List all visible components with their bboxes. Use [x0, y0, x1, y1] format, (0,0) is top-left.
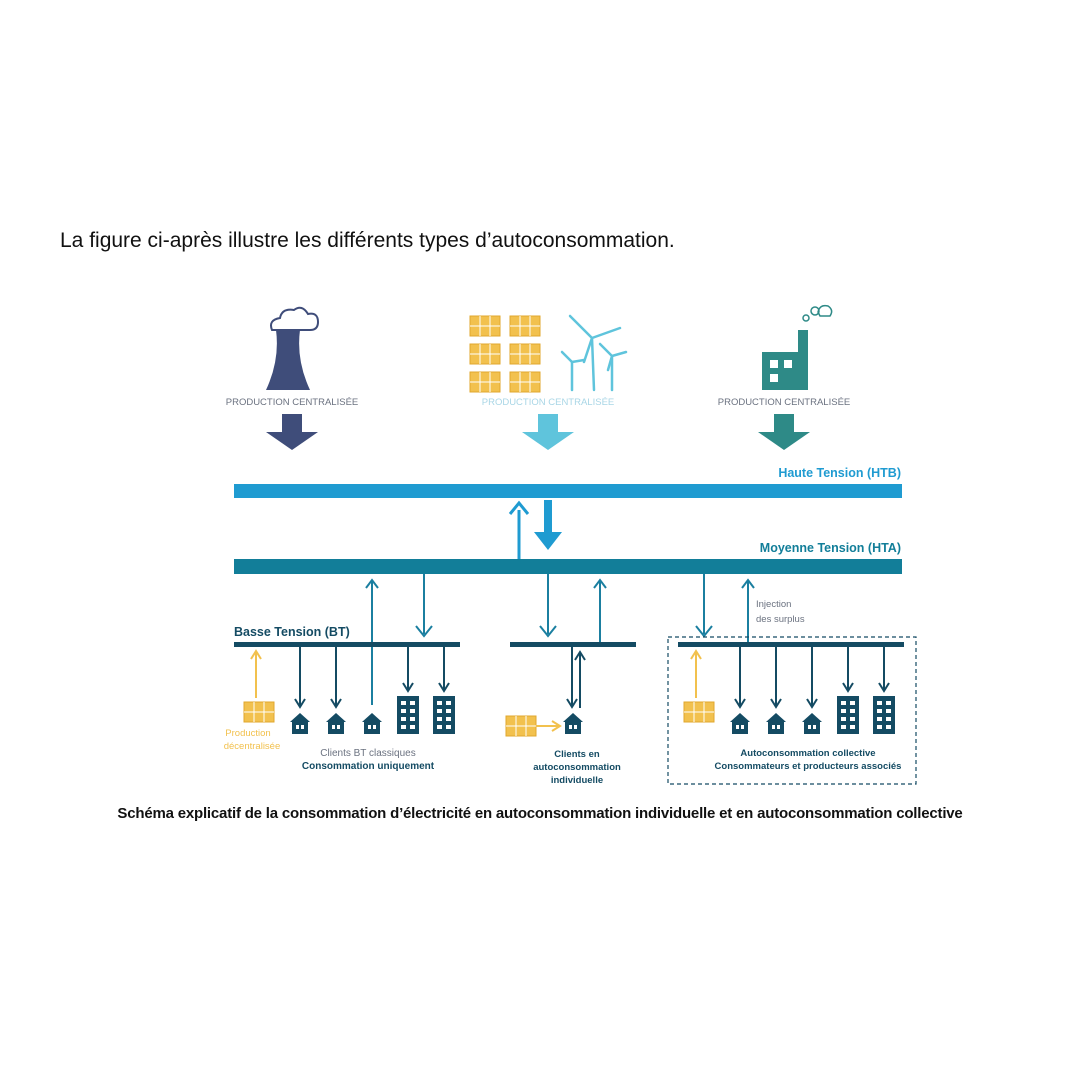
- producer-label-1: PRODUCTION CENTRALISÉE: [226, 397, 359, 408]
- bt-line-collective: [678, 642, 904, 647]
- house-icon: [802, 713, 822, 734]
- building-icon: [433, 696, 455, 734]
- solar-panel-icon-decentralized: [243, 701, 275, 723]
- classic-label-1: Clients BT classiques: [320, 748, 415, 759]
- collective-label-1: Autoconsommation collective: [740, 748, 875, 759]
- hta-bt-arrows: [365, 574, 755, 705]
- collective-label-2: Consommateurs et producteurs associés: [715, 761, 902, 772]
- solar-panel-icon-individual: [505, 715, 537, 737]
- decentralized-label-1: Production: [225, 728, 270, 739]
- classic-label-2: Consommation uniquement: [302, 761, 435, 772]
- house-icon: [563, 713, 583, 734]
- building-icon: [397, 696, 419, 734]
- building-icon: [837, 696, 859, 734]
- bt-line-classic: [234, 642, 460, 647]
- house-icon: [730, 713, 750, 734]
- htb-hta-exchange-arrows: [508, 500, 562, 560]
- figure-caption: Schéma explicatif de la consommation d’é…: [117, 805, 963, 822]
- solar-panel-icon-collective: [683, 701, 715, 723]
- intro-text: La figure ci-après illustre les différen…: [60, 229, 675, 252]
- hta-line: [234, 559, 902, 574]
- injection-label-2: des surplus: [756, 614, 805, 625]
- grid-diagram: PRODUCTION CENTRALISÉE PRODUCTION CENTRA…: [224, 304, 917, 786]
- down-arrow-light-blue: [522, 414, 574, 450]
- htb-line: [234, 484, 902, 498]
- htb-label: Haute Tension (HTB): [778, 466, 901, 480]
- down-arrow-green-teal: [758, 414, 810, 450]
- house-icon: [326, 713, 346, 734]
- house-icon: [766, 713, 786, 734]
- bt-classic-drops: [294, 647, 450, 709]
- building-icon: [873, 696, 895, 734]
- collective-group-box: [667, 636, 917, 785]
- down-arrow-navy: [266, 414, 318, 450]
- solar-and-wind-icon: [469, 314, 628, 393]
- producer-label-2: PRODUCTION CENTRALISÉE: [482, 397, 615, 408]
- power-plant-cooling-tower-icon: [266, 306, 320, 390]
- factory-icon: [762, 304, 833, 390]
- house-icon: [290, 713, 310, 734]
- individual-label-2: autoconsommation: [533, 762, 621, 773]
- bt-label: Basse Tension (BT): [234, 625, 350, 639]
- bt-individual-exchange: [566, 647, 586, 709]
- hta-label: Moyenne Tension (HTA): [760, 541, 901, 555]
- bt-line-individual: [510, 642, 636, 647]
- bt-collective-drops: [734, 647, 890, 709]
- injection-label-1: Injection: [756, 599, 791, 610]
- house-icon: [362, 713, 382, 734]
- collective-injection-arrow: [690, 649, 702, 698]
- solar-to-house-arrow: [536, 720, 562, 732]
- individual-label-3: individuelle: [551, 775, 603, 786]
- producer-label-3: PRODUCTION CENTRALISÉE: [718, 397, 851, 408]
- decentralized-label-2: décentralisée: [224, 741, 281, 752]
- decentralized-injection-arrow: [250, 649, 262, 698]
- individual-label-1: Clients en: [554, 749, 600, 760]
